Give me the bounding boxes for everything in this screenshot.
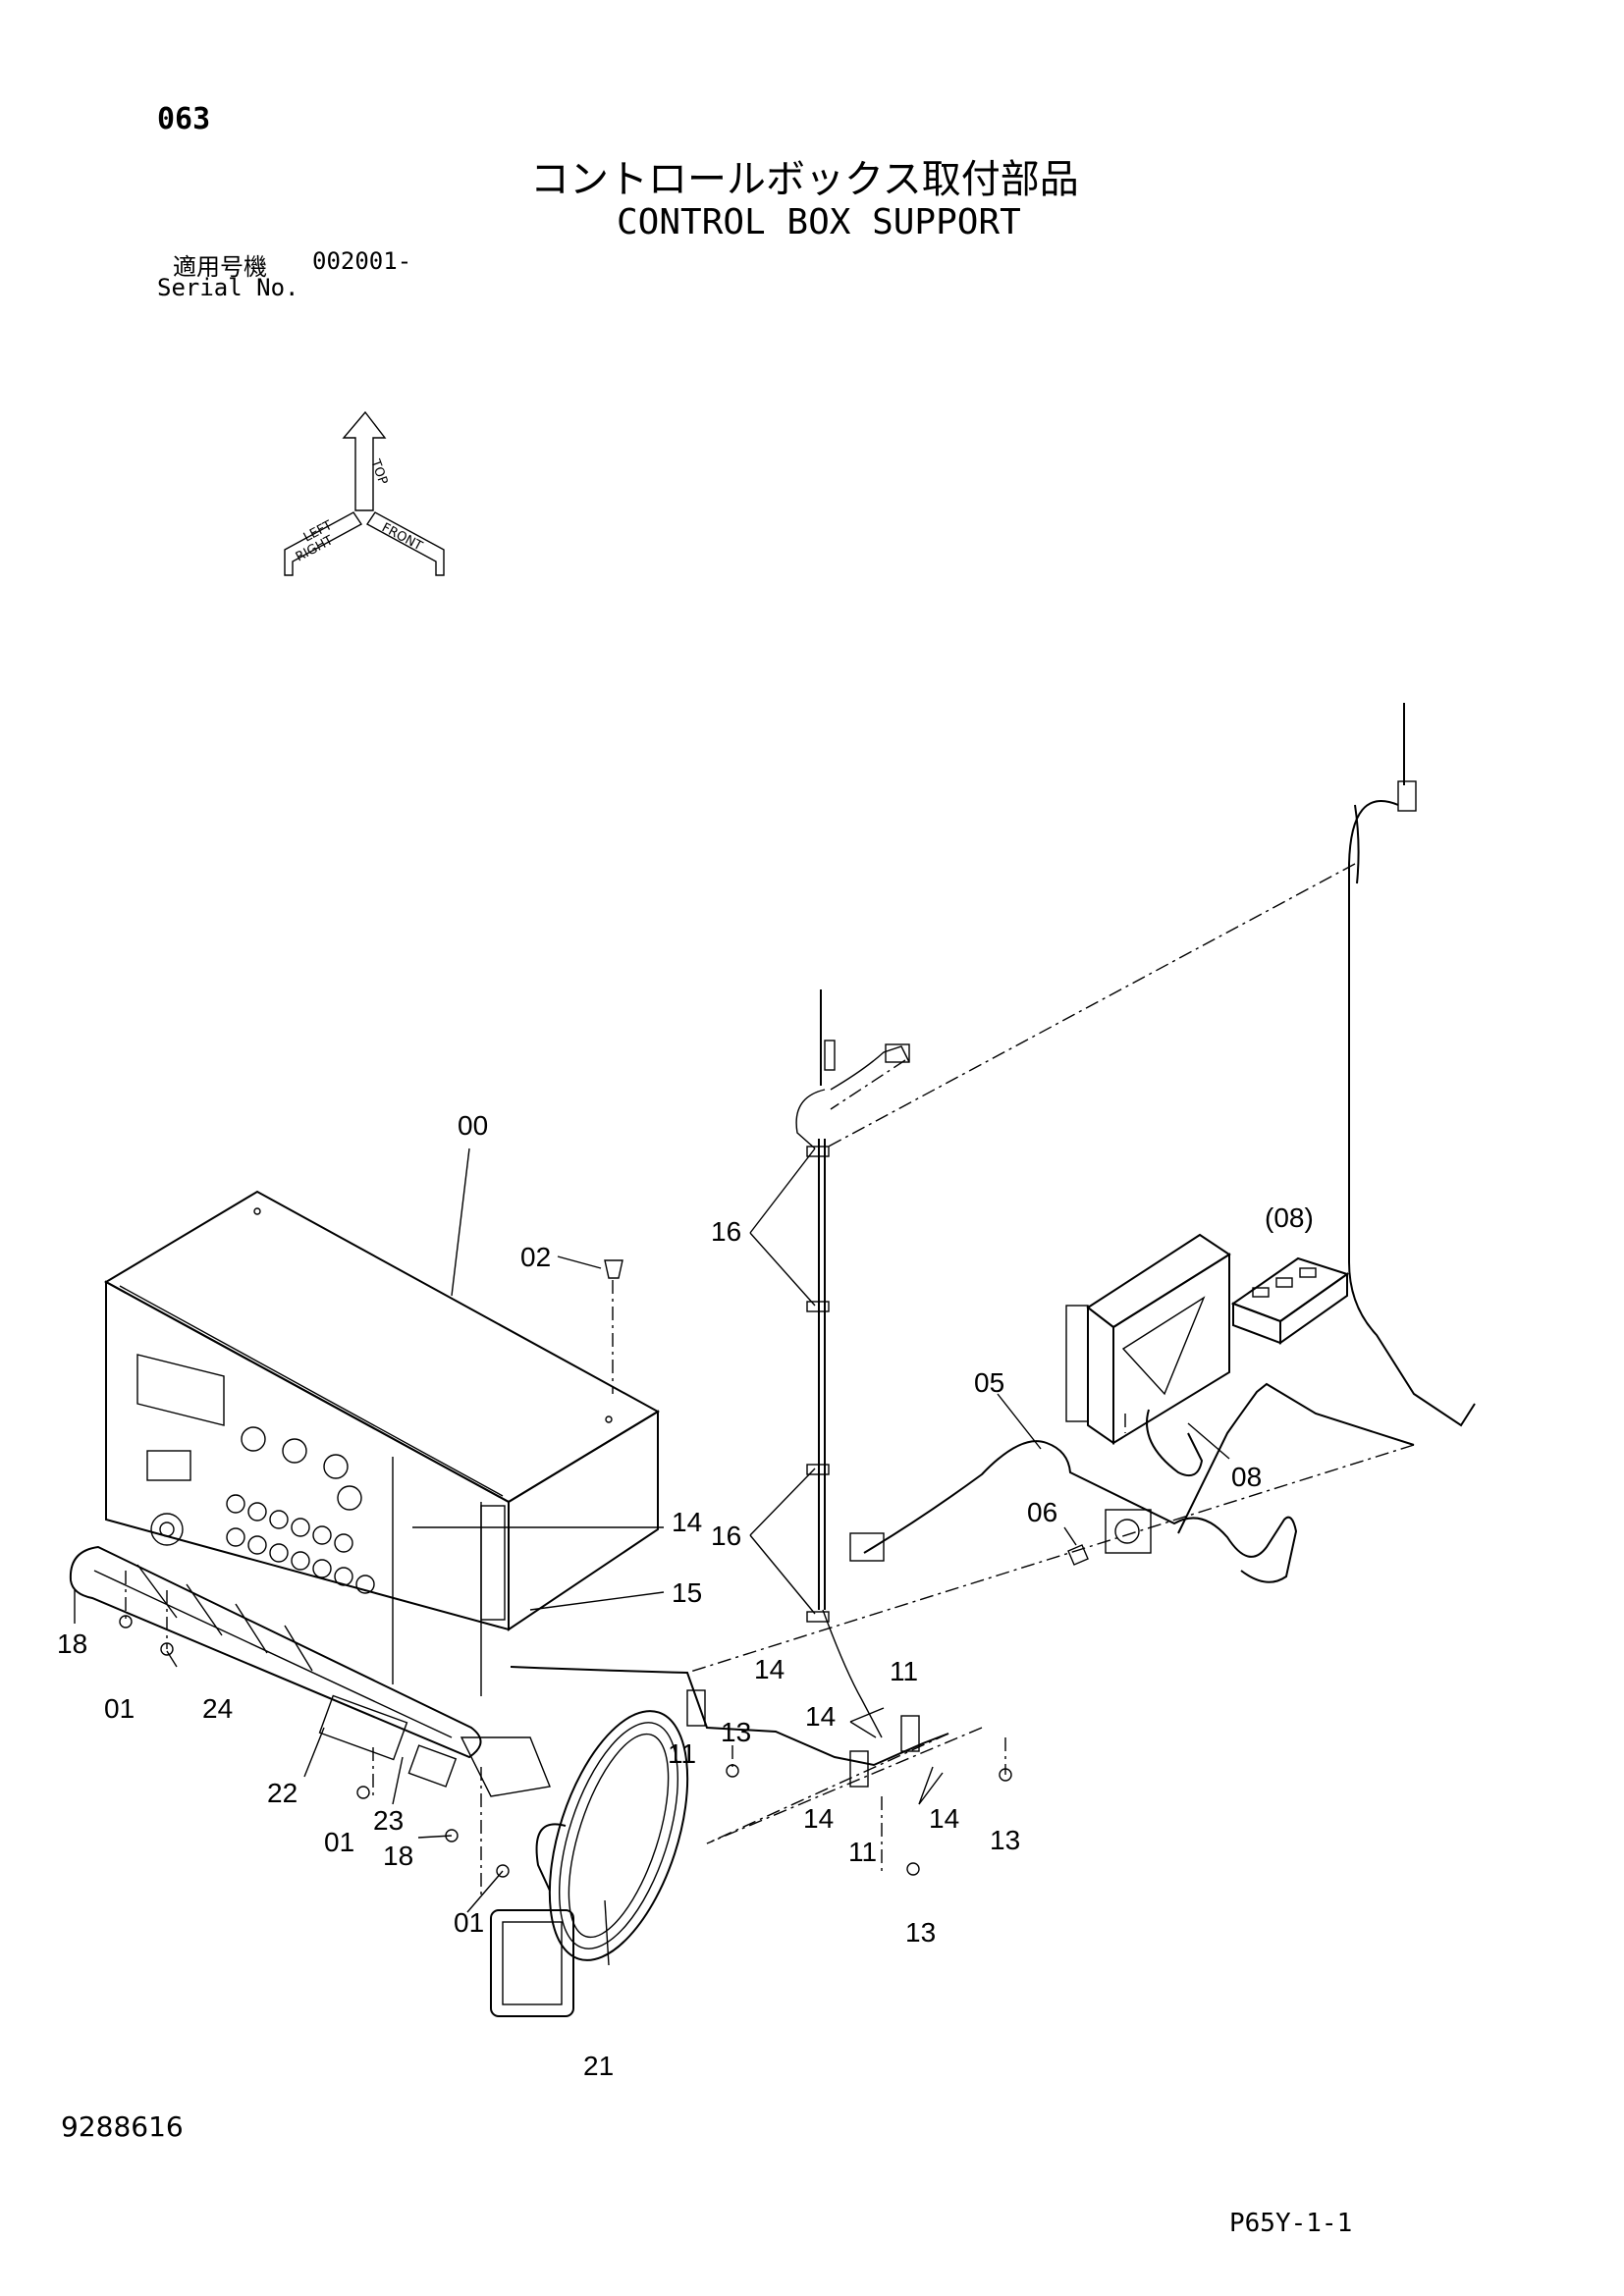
control-box [103, 1190, 661, 1696]
callout-08-parenthesized: (08) [1265, 1202, 1314, 1233]
controller-unit [1065, 1233, 1231, 1476]
callout-11-center: 11 [890, 1656, 918, 1686]
antenna-cable-right [1348, 703, 1476, 1427]
callout-15: 15 [672, 1577, 702, 1608]
callout-00: 00 [458, 1110, 488, 1141]
callout-18-right: 18 [383, 1841, 413, 1871]
callout-21: 21 [583, 2051, 614, 2081]
remote-controller [1230, 1256, 1350, 1345]
page-title-english: CONTROL BOX SUPPORT [617, 202, 1021, 242]
orientation-indicator: TOP LEFT FRONT RIGHT [284, 410, 445, 576]
callout-16-lower: 16 [711, 1521, 741, 1551]
serial-label-japanese: 適用号機 [173, 253, 267, 281]
serial-label-english: Serial No. [157, 274, 299, 301]
antenna-harness-vertical [795, 989, 910, 1738]
callout-08: 08 [1231, 1462, 1262, 1492]
control-box-sockets [226, 1426, 375, 1594]
callout-23: 23 [373, 1805, 404, 1836]
callout-01-left: 01 [104, 1693, 135, 1724]
callout-11-lower: 11 [848, 1837, 877, 1867]
callout-14-pair: 14 [805, 1701, 836, 1732]
main-harness [510, 1382, 1415, 1767]
callout-01-bottom: 01 [454, 1907, 484, 1938]
callout-14-lower-right: 14 [929, 1803, 959, 1834]
callout-06: 06 [1027, 1497, 1057, 1527]
cable-tray [69, 1545, 551, 1797]
callout-24: 24 [202, 1693, 233, 1724]
callout-14-lower-left: 14 [803, 1803, 834, 1834]
callout-14-clip: 14 [754, 1654, 785, 1684]
page-number: 063 [157, 102, 211, 136]
document-id: 9288616 [61, 2110, 184, 2143]
callout-01-middle: 01 [324, 1827, 354, 1857]
leader-lines [74, 1148, 1230, 1966]
callout-11-left: 11 [668, 1738, 696, 1769]
phantom-lines [125, 863, 1415, 1895]
pendant-cable-reel [490, 1710, 689, 2017]
callout-02: 02 [520, 1242, 551, 1272]
serial-number-value: 002001- [312, 247, 412, 275]
callout-22: 22 [267, 1778, 298, 1808]
callout-13-bottom: 13 [905, 1917, 936, 1948]
callout-labels: 00 02 16 (08) 05 08 06 14 16 15 14 18 01… [57, 1110, 1314, 2081]
callout-13-center: 13 [721, 1717, 751, 1747]
page-title-japanese: コントロールボックス取付部品 [530, 157, 1079, 202]
orientation-top-label: TOP [367, 456, 390, 487]
callout-16-upper: 16 [711, 1216, 741, 1247]
hardware-parts [119, 1259, 1089, 1878]
orientation-front-label: FRONT [379, 520, 424, 554]
page-code: P65Y-1-1 [1229, 2209, 1353, 2238]
callout-05: 05 [974, 1367, 1004, 1398]
callout-13-right: 13 [990, 1825, 1020, 1855]
callout-18-left: 18 [57, 1629, 87, 1659]
callout-14-box: 14 [672, 1507, 702, 1537]
